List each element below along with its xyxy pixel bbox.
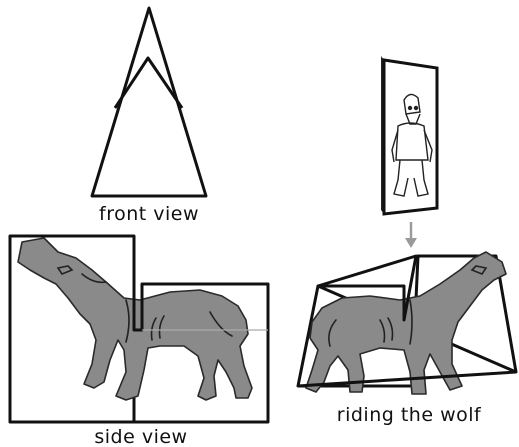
rider-card-frame bbox=[384, 60, 437, 214]
side-view-figure bbox=[10, 236, 268, 422]
riding-wolf bbox=[306, 252, 506, 394]
riding-base-line bbox=[298, 372, 516, 386]
front-view-outer-triangle bbox=[92, 8, 206, 196]
riding-figure bbox=[298, 252, 516, 394]
side-view-label: side view bbox=[94, 426, 187, 447]
front-view-label: front view bbox=[99, 203, 199, 225]
down-arrow bbox=[405, 222, 417, 248]
rider-card bbox=[381, 56, 437, 214]
front-view-figure bbox=[92, 8, 206, 196]
riding-wolf-body bbox=[306, 252, 506, 394]
riding-label: riding the wolf bbox=[337, 404, 482, 426]
